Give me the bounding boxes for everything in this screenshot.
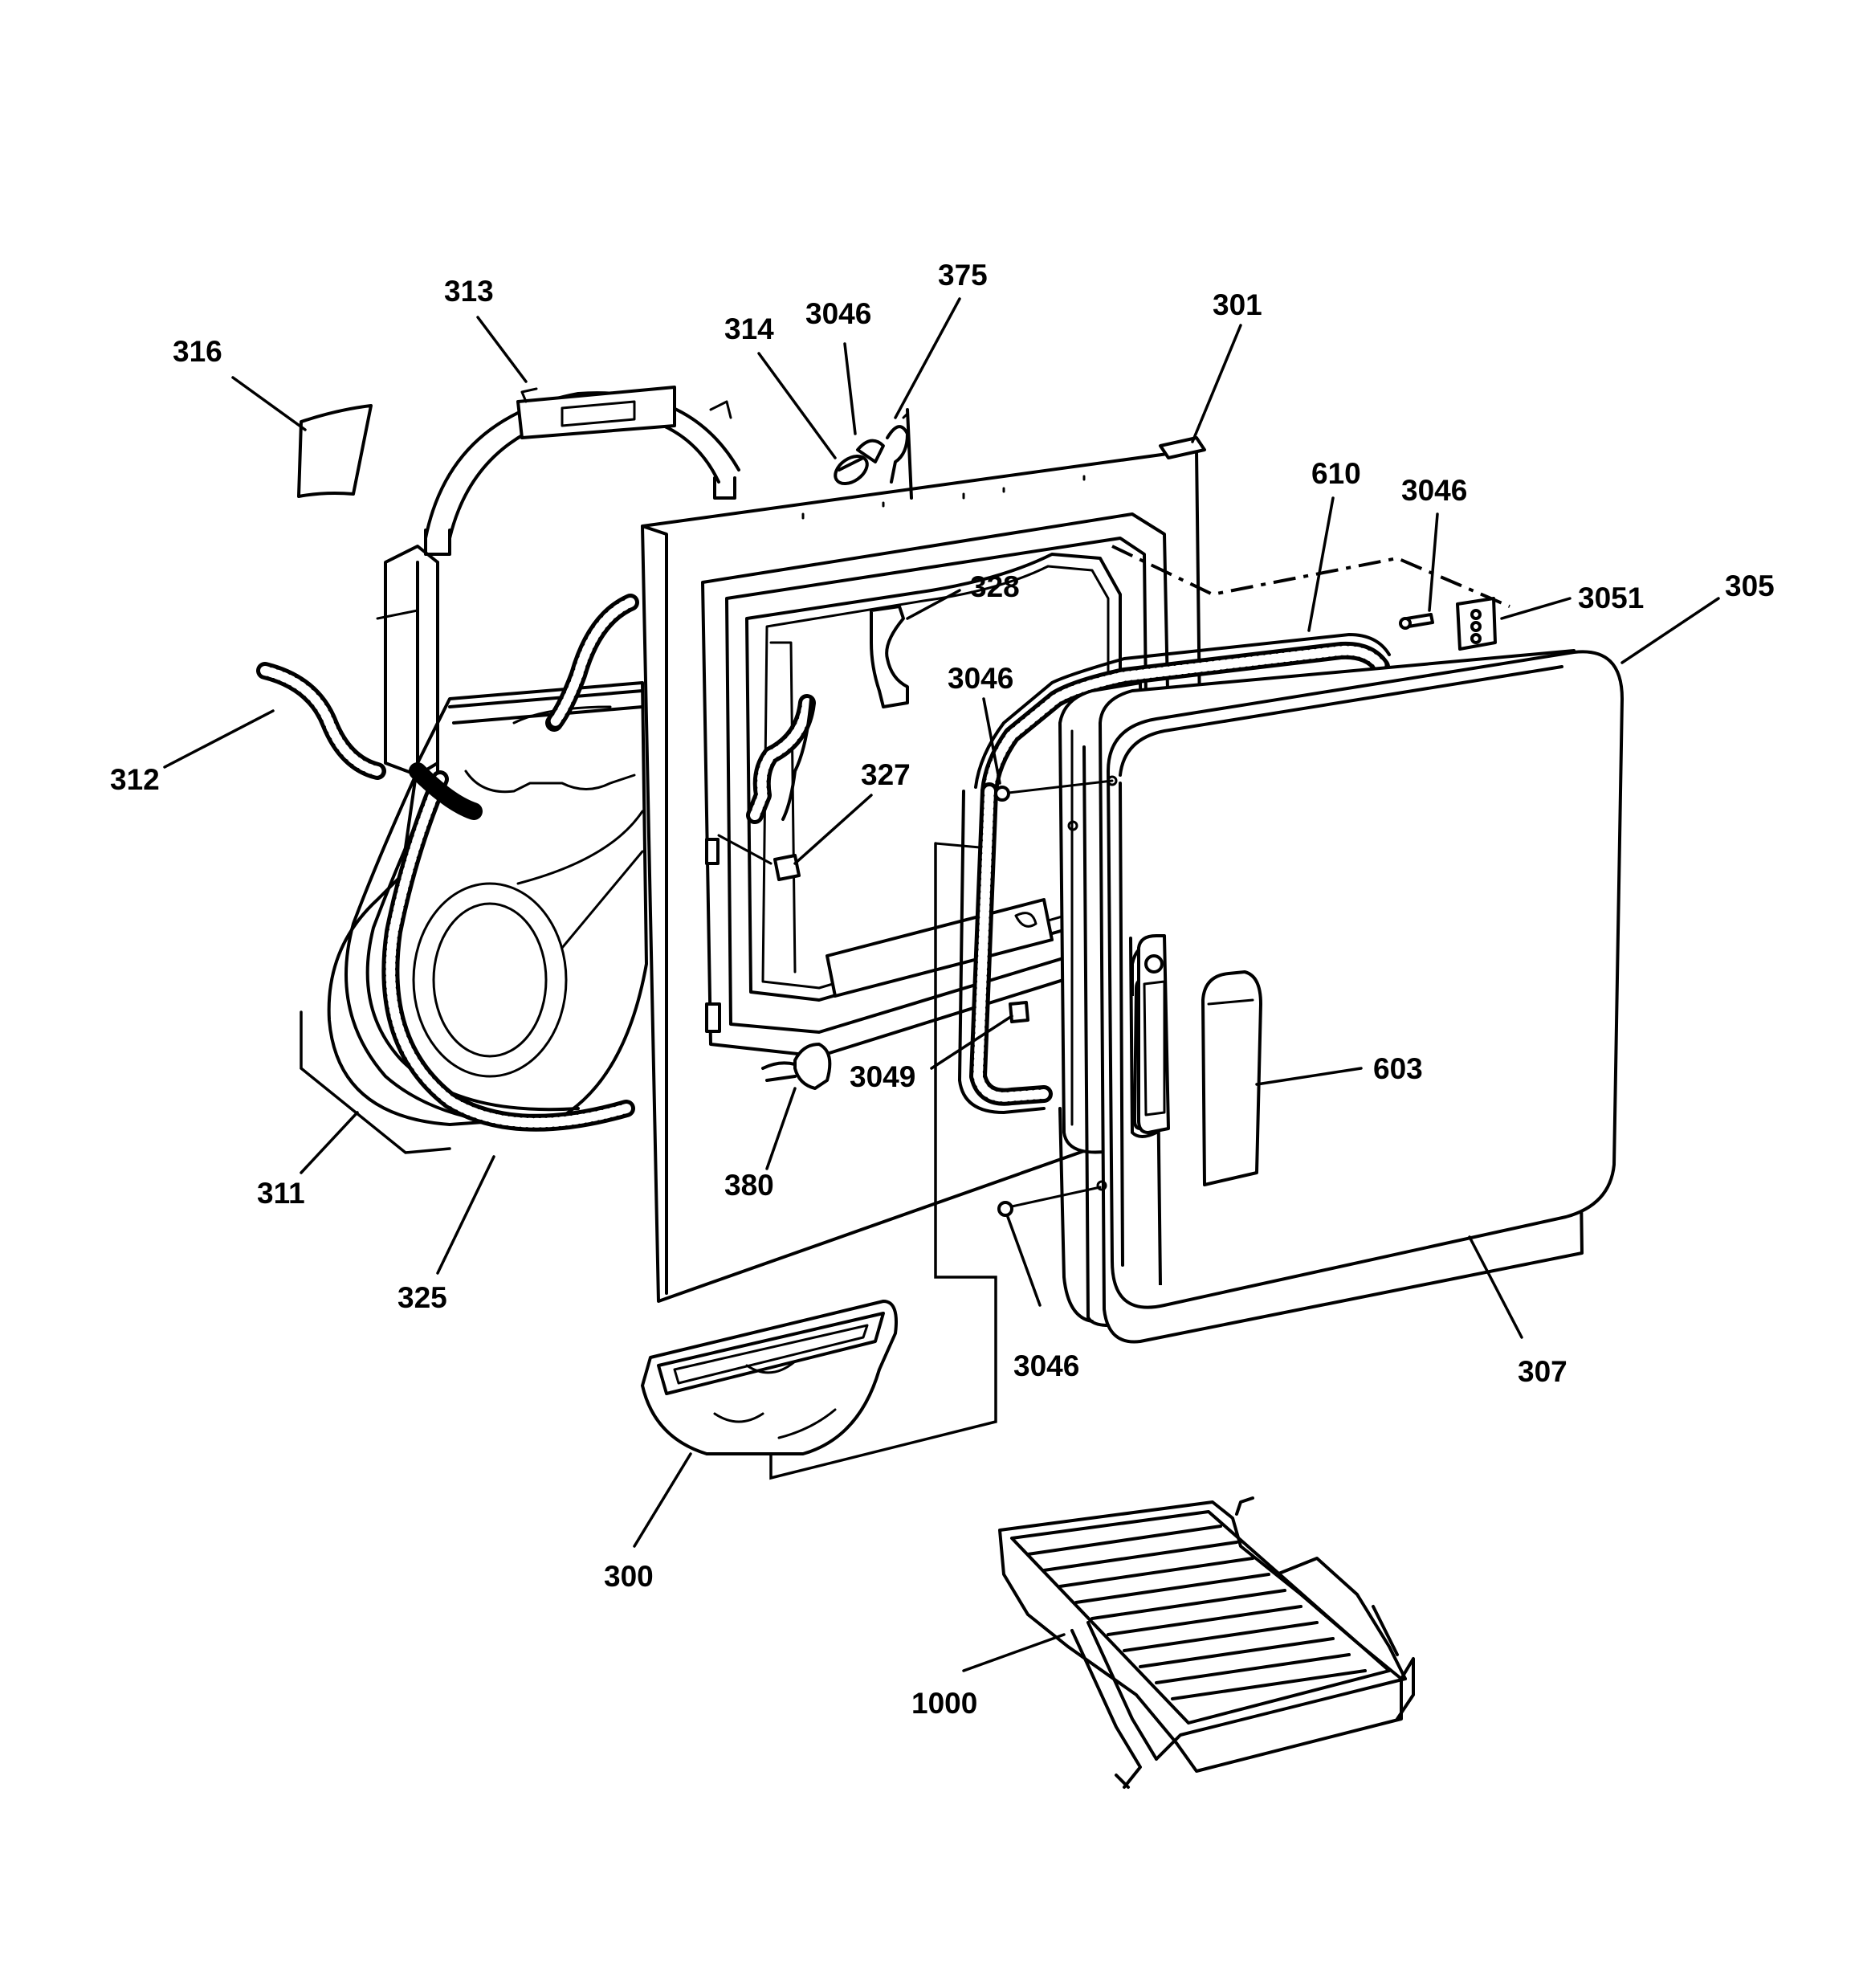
leader-327: [793, 794, 873, 865]
part-603-door-handle: [1201, 970, 1262, 1186]
leader-3049: [930, 1014, 1013, 1070]
part-610-door-gasket: [958, 633, 1391, 1114]
leader-325: [436, 1155, 495, 1275]
leader-3051: [1500, 597, 1572, 620]
part-3051-hinge-plate: [1456, 597, 1497, 651]
leader-603: [1255, 1067, 1363, 1086]
callout-3046-lower: 3046: [1013, 1349, 1079, 1382]
leader-316: [231, 376, 307, 431]
part-328-bracket: [870, 605, 909, 708]
callout-3046-top: 3046: [805, 297, 871, 330]
callout-375: 375: [938, 259, 988, 292]
part-3046-hinge-screw: [1399, 613, 1434, 630]
callout-311: 311: [257, 1177, 305, 1210]
callout-316: 316: [173, 335, 222, 368]
part-3046-screw-top: [856, 439, 885, 463]
leader-lines: [163, 297, 1720, 1672]
leader-375: [894, 297, 961, 419]
callout-325: 325: [397, 1281, 447, 1314]
part-327-clip: [717, 694, 816, 881]
callout-327: 327: [861, 758, 911, 791]
callout-3046-upper: 3046: [948, 662, 1013, 695]
part-325-duct-gasket: [381, 762, 635, 1132]
leader-311: [300, 1010, 451, 1174]
leader-3046-hinge: [1428, 512, 1439, 612]
callout-313: 313: [444, 275, 494, 308]
part-3046-door-screw-upper: [994, 775, 1118, 831]
part-1000-drying-rack: [998, 1496, 1415, 1789]
part-316-strip: [297, 404, 373, 498]
callout-380: 380: [724, 1169, 774, 1202]
callout-labels: 316 313 314 3046 375 301 610 3046 3051 3…: [110, 259, 1775, 1720]
part-305-door-panel: [1107, 650, 1624, 1309]
callout-301: 301: [1213, 288, 1262, 321]
leader-3046-upper: [982, 697, 1001, 785]
leader-307: [1468, 1235, 1523, 1339]
callout-307: 307: [1518, 1355, 1567, 1388]
callout-3049: 3049: [850, 1060, 915, 1093]
callout-1000: 1000: [911, 1687, 977, 1720]
part-3046-door-screw-lower: [997, 1180, 1107, 1217]
leader-3046-lower: [1006, 1215, 1042, 1307]
leader-301: [1191, 324, 1242, 443]
leader-1000: [962, 1633, 1066, 1672]
part-375-strike: [886, 408, 913, 500]
leader-610: [1307, 496, 1335, 632]
part-312-hose: [256, 594, 639, 780]
callout-300: 300: [604, 1560, 654, 1593]
callout-3051: 3051: [1578, 582, 1644, 614]
callout-305: 305: [1725, 569, 1775, 602]
leader-380: [765, 1087, 797, 1170]
leader-312: [163, 709, 275, 769]
callout-610: 610: [1311, 457, 1361, 490]
part-380-switch: [761, 1043, 832, 1090]
callout-314: 314: [724, 312, 774, 345]
part-314-latch: [834, 454, 869, 486]
leader-314: [757, 352, 837, 459]
leader-3046-top: [843, 342, 857, 435]
leader-300: [633, 1452, 692, 1548]
part-300-lint-filter: [641, 1300, 898, 1455]
leader-305: [1620, 597, 1720, 664]
part-313-upper-bracket: [424, 386, 740, 556]
callout-603: 603: [1373, 1052, 1423, 1085]
callout-328: 328: [970, 570, 1020, 603]
door-switch-housing: [1137, 934, 1170, 1134]
part-3049-clip: [1009, 1001, 1029, 1023]
alignment-lines: [769, 545, 1510, 1480]
leader-313: [476, 316, 528, 383]
callout-3046-hinge: 3046: [1401, 474, 1467, 507]
leader-328: [906, 589, 961, 620]
part-311-duct: [327, 545, 648, 1128]
callout-312: 312: [110, 763, 160, 796]
